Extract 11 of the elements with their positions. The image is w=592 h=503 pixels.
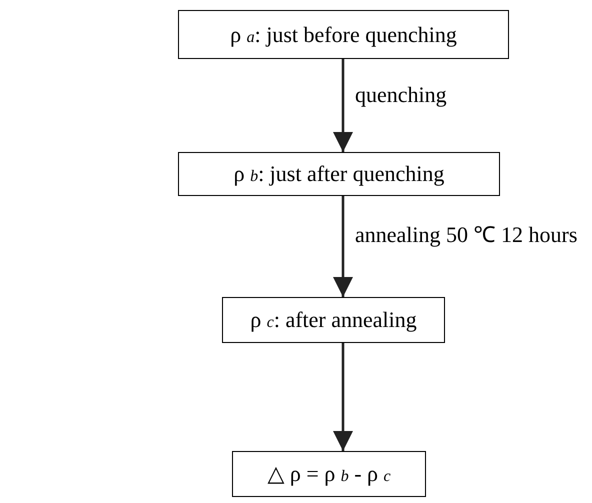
box-text: ρ b: just after quenching xyxy=(234,161,444,187)
box-text: △ ρ = ρ b - ρ c xyxy=(267,461,391,487)
process-box xyxy=(178,152,500,196)
box-text: ρ c: after annealing xyxy=(250,307,417,333)
process-box xyxy=(222,297,445,343)
process-box xyxy=(232,451,426,497)
arrow xyxy=(333,343,353,451)
box-text: ρ a: just before quenching xyxy=(230,22,457,48)
arrow xyxy=(333,59,353,152)
process-box xyxy=(178,10,509,59)
arrow xyxy=(333,196,353,297)
